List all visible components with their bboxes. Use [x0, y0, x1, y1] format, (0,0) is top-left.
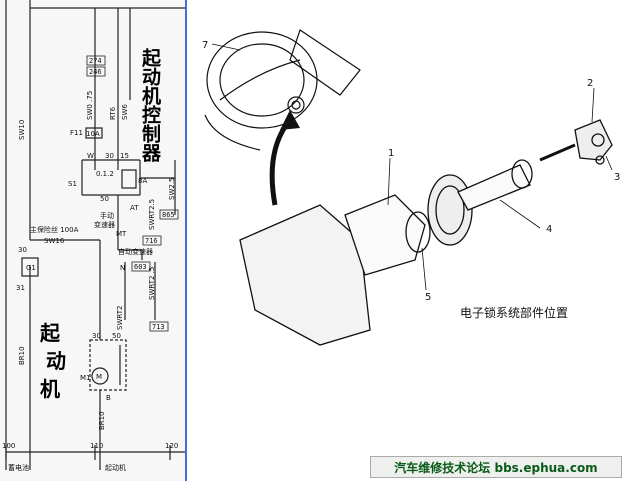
- label-manual: 手动: [100, 211, 114, 220]
- starter-title-2: 动: [46, 349, 66, 373]
- callout-4: 4: [546, 224, 552, 235]
- label-m-30: 30: [92, 332, 101, 340]
- wire-sw2-5: SW2.5: [168, 178, 176, 201]
- label-m1: M1: [80, 374, 91, 382]
- wire-sw10: SW10: [18, 120, 26, 140]
- label-b: B: [106, 394, 111, 402]
- label-m-50: 50: [112, 332, 121, 340]
- axis-starter: 起动机: [105, 463, 126, 472]
- steering-wheel-illustration: [204, 29, 361, 151]
- svg-text:865: 865: [162, 211, 175, 219]
- starter-controller-title: 起动机控制器: [139, 48, 162, 163]
- callout-5: 5: [425, 292, 431, 303]
- wire-rt6: RT6: [109, 106, 117, 120]
- callout-1: 1: [388, 148, 394, 159]
- label-n: N: [120, 264, 125, 272]
- axis-120: 120: [165, 442, 178, 450]
- wire-sw6: SW6: [121, 104, 129, 120]
- label-t50: 50: [100, 195, 109, 203]
- ignition-lock-assembly: [239, 119, 613, 346]
- illustration-caption: 电子锁系统部件位置: [460, 305, 568, 320]
- svg-text:716: 716: [145, 237, 158, 245]
- label-g1-31: 31: [16, 284, 25, 292]
- schematic-labels: 起动机控制器 起 动 机 SW10 SW0 .75 RT6 SW6 SW2.5 …: [2, 48, 179, 472]
- ref-box-246: 246: [86, 66, 106, 77]
- wire-swrt2b: SWRT2 .5: [148, 267, 156, 300]
- callout-numbers: 1 2 3 4 5 7: [202, 40, 620, 303]
- label-f11-rating: 10A: [86, 130, 100, 138]
- wire-sw16: SW16: [44, 237, 65, 245]
- label-motor-m: M: [96, 373, 102, 381]
- wire-sw0: SW0 .75: [86, 91, 94, 120]
- wire-swrt2: SWRT2: [116, 306, 124, 330]
- label-g1: G1: [26, 264, 36, 272]
- label-t15: 15: [120, 152, 129, 160]
- axis-100: 100: [2, 442, 15, 450]
- callout-2: 2: [587, 78, 593, 89]
- schematic-wiring: [5, 0, 185, 470]
- wire-br10-top: BR10: [18, 346, 26, 365]
- label-auto: 自动变速器: [118, 247, 153, 256]
- label-at: AT: [130, 204, 139, 212]
- label-t30: 30: [105, 152, 114, 160]
- svg-text:603: 603: [134, 263, 147, 271]
- label-manual2: 变速器: [94, 220, 115, 229]
- ref-box-274: 274: [86, 55, 106, 66]
- svg-text:246: 246: [89, 68, 102, 76]
- label-8a: 8A: [138, 177, 147, 185]
- callout-3: 3: [614, 172, 620, 183]
- starter-title-3: 机: [40, 377, 60, 401]
- label-main-fuse: 主保险丝 100A: [30, 225, 79, 234]
- ref-box-713: 713: [149, 321, 169, 332]
- label-f11: F11: [70, 129, 83, 137]
- callout-7: 7: [202, 40, 208, 51]
- label-w: W: [87, 152, 94, 160]
- ref-box-603: 603: [131, 261, 151, 272]
- label-s1-pos: 0.1.2: [96, 170, 114, 178]
- axis-battery: 蓄电池: [8, 463, 29, 472]
- label-mt: MT: [116, 230, 127, 238]
- ref-box-716: 716: [142, 235, 162, 246]
- arrow-to-lock: [269, 110, 300, 206]
- wire-br10-bottom: BR10: [98, 411, 106, 430]
- starter-title-1: 起: [39, 321, 61, 345]
- svg-text:274: 274: [89, 57, 102, 65]
- ref-box-865: 865: [159, 209, 179, 220]
- label-g1-30: 30: [18, 246, 27, 254]
- axis-110: 110: [90, 442, 103, 450]
- callout-leaders: [211, 43, 613, 291]
- forum-watermark: 汽车维修技术论坛 bbs.ephua.com: [370, 456, 622, 478]
- wire-swrt2-5: SWRT2.5: [148, 199, 156, 230]
- label-s1: S1: [68, 180, 77, 188]
- svg-text:713: 713: [152, 323, 165, 331]
